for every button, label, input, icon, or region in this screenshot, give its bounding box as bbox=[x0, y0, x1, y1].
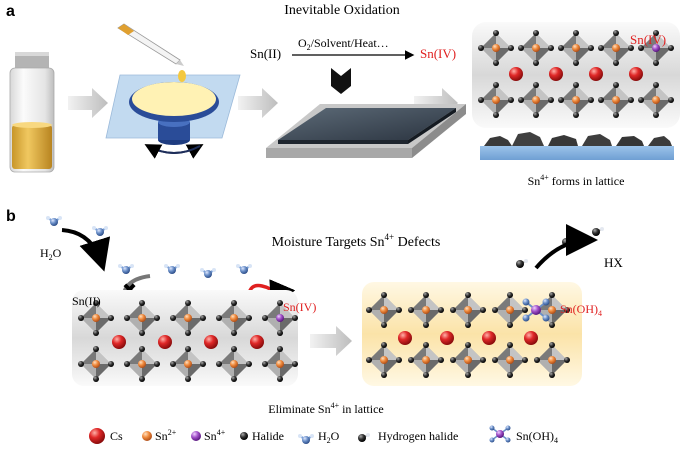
legend-halide-marker bbox=[240, 432, 248, 440]
cs-ion bbox=[204, 335, 218, 349]
water-molecule bbox=[163, 263, 181, 275]
lattice-sn4-tag: Sn(IV) bbox=[630, 32, 666, 47]
cs-ion bbox=[112, 335, 126, 349]
process-arrow-1 bbox=[68, 88, 108, 118]
sn2-ion bbox=[138, 360, 146, 368]
legend-sn4: Sn4+ bbox=[204, 428, 226, 443]
sn2-ion bbox=[548, 356, 556, 364]
sn2-ion bbox=[572, 96, 580, 104]
sn4-ion bbox=[276, 314, 284, 322]
water-approach-arrow bbox=[61, 228, 111, 272]
legend-hx-icon bbox=[357, 432, 371, 443]
panel-b-caption: Eliminate Sn4+ in lattice bbox=[268, 401, 384, 416]
legend-cs-marker bbox=[89, 428, 105, 444]
sn2-ion bbox=[92, 314, 100, 322]
panel-b-title: Moisture Targets Sn4+ Defects bbox=[272, 232, 441, 250]
legend-hydroxide: Sn(OH)4 bbox=[516, 429, 558, 445]
sn2-ion bbox=[276, 360, 284, 368]
panel-a-label: a bbox=[6, 3, 15, 20]
sn2-ion bbox=[184, 360, 192, 368]
sn2-ion bbox=[548, 306, 556, 314]
sn2-ion bbox=[532, 44, 540, 52]
cs-ion bbox=[549, 67, 563, 81]
legend: Cs Sn2+ Sn4+ Halide H2O Hydrogen halide … bbox=[89, 425, 558, 445]
sn2-ion bbox=[506, 306, 514, 314]
cs-ion bbox=[629, 67, 643, 81]
sn2-ion bbox=[506, 356, 514, 364]
down-arrow-icon bbox=[331, 68, 351, 94]
sn2-ion bbox=[532, 96, 540, 104]
cs-ion bbox=[482, 331, 496, 345]
water-molecules bbox=[45, 215, 253, 279]
solution-vial bbox=[9, 52, 55, 173]
water-label: H2O bbox=[40, 246, 62, 262]
product-sn4: Sn(IV) bbox=[420, 46, 456, 61]
legend-cs: Cs bbox=[110, 429, 123, 443]
sn2-tag: Sn(II) bbox=[72, 294, 101, 308]
water-molecule bbox=[199, 267, 217, 279]
hx-label: HX bbox=[604, 255, 623, 270]
sn2-ion bbox=[612, 96, 620, 104]
sn2-ion bbox=[492, 44, 500, 52]
hydroxide-tag: Sn(OH)4 bbox=[560, 302, 602, 318]
pipette bbox=[117, 23, 186, 82]
sn2-ion bbox=[464, 306, 472, 314]
legend-hydrogen-halide: Hydrogen halide bbox=[378, 429, 458, 443]
sn2-ion bbox=[422, 356, 430, 364]
panel-b-label: b bbox=[6, 208, 16, 225]
sn2-ion bbox=[92, 360, 100, 368]
healed-lattice bbox=[366, 292, 570, 378]
sn2-ion bbox=[138, 314, 146, 322]
water-molecule bbox=[45, 215, 63, 227]
reactant-sn2: Sn(II) bbox=[250, 46, 281, 61]
water-molecule bbox=[91, 225, 109, 237]
legend-hydroxide-icon bbox=[489, 425, 511, 443]
cs-ion bbox=[524, 331, 538, 345]
legend-sn2: Sn2+ bbox=[155, 428, 177, 443]
hx-molecule bbox=[515, 258, 529, 269]
hx-molecule bbox=[591, 226, 605, 237]
hx-release-arrow bbox=[534, 224, 598, 270]
sn2-ion bbox=[230, 360, 238, 368]
cs-ion bbox=[250, 335, 264, 349]
sn4-tag: Sn(IV) bbox=[283, 300, 316, 314]
sn4-defect-lattice bbox=[78, 300, 298, 382]
cs-ion bbox=[158, 335, 172, 349]
sn2-ion bbox=[612, 44, 620, 52]
process-arrow-2 bbox=[238, 88, 278, 118]
oxidized-lattice bbox=[478, 30, 674, 118]
sn2-ion bbox=[380, 356, 388, 364]
sn-hydroxide-molecule bbox=[522, 298, 550, 322]
cs-ion bbox=[440, 331, 454, 345]
legend-halide: Halide bbox=[252, 429, 284, 443]
water-molecule bbox=[117, 263, 135, 275]
process-arrow-4 bbox=[310, 326, 352, 356]
legend-water-icon bbox=[297, 433, 315, 445]
legend-sn2-marker bbox=[142, 431, 152, 441]
spin-coater bbox=[105, 74, 241, 159]
panel-a-caption: Sn4+ forms in lattice bbox=[528, 173, 625, 188]
perovskite-film bbox=[266, 104, 466, 158]
legend-water: H2O bbox=[318, 429, 340, 445]
sn2-ion bbox=[184, 314, 192, 322]
sn2-ion bbox=[380, 306, 388, 314]
sn2-ion bbox=[492, 96, 500, 104]
sn2-ion bbox=[422, 306, 430, 314]
sn4-ion bbox=[652, 44, 660, 52]
degraded-film bbox=[480, 132, 674, 160]
panel-a-title: Inevitable Oxidation bbox=[284, 3, 399, 18]
sn2-ion bbox=[230, 314, 238, 322]
water-molecule bbox=[235, 263, 253, 275]
cs-ion bbox=[589, 67, 603, 81]
cs-ion bbox=[398, 331, 412, 345]
sn2-ion bbox=[464, 356, 472, 364]
sn2-ion bbox=[572, 44, 580, 52]
sn2-ion bbox=[652, 96, 660, 104]
legend-sn4-marker bbox=[191, 431, 201, 441]
reaction-conditions: O2/Solvent/Heat… bbox=[298, 36, 389, 52]
cs-ion bbox=[509, 67, 523, 81]
